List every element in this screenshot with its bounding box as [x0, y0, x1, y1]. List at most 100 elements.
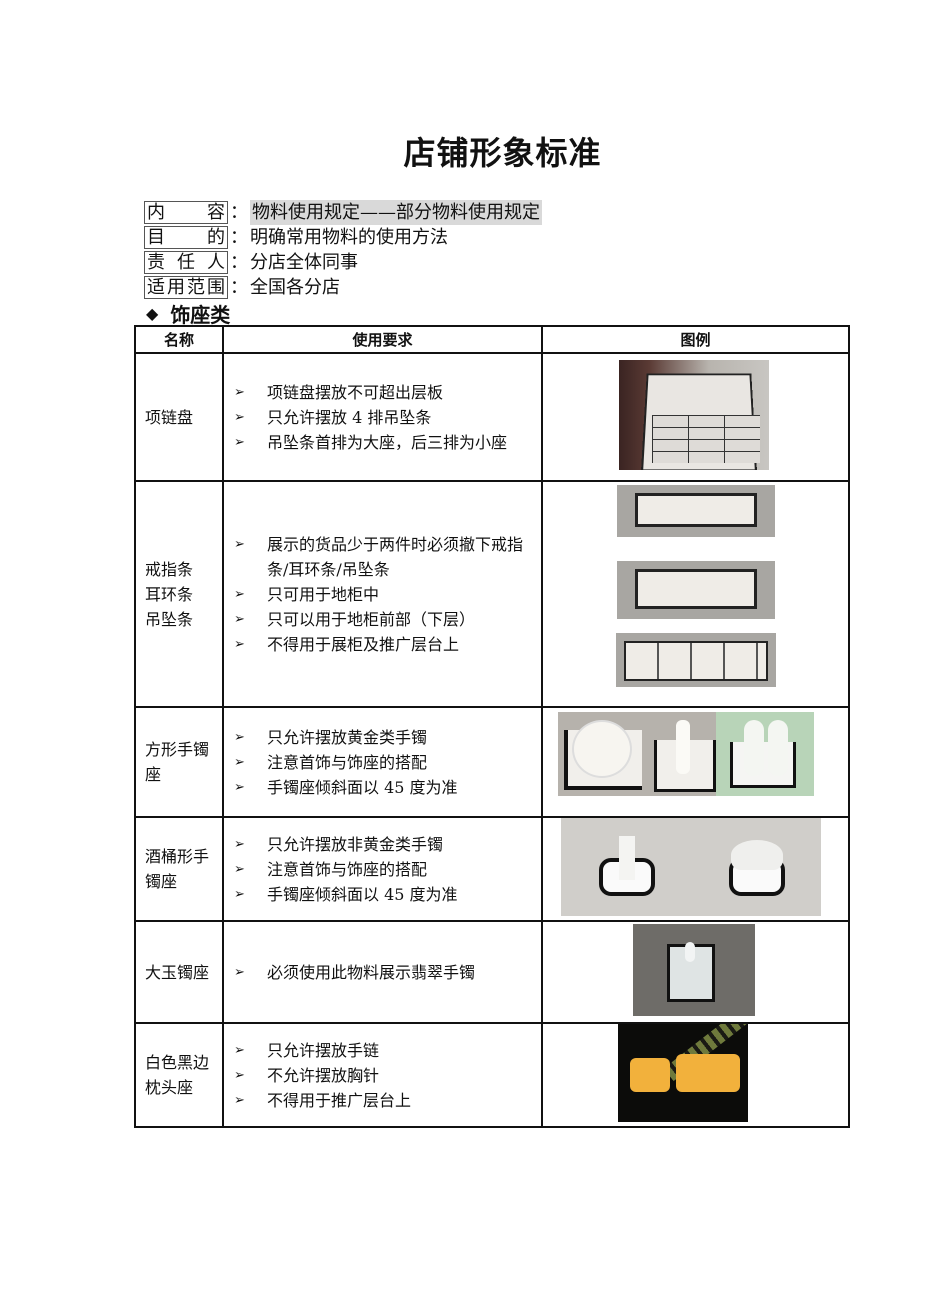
requirement-item: ➢ 不得用于展柜及推广层台上: [234, 632, 541, 657]
cell-requirements: ➢必须使用此物料展示翡翠手镯: [222, 920, 543, 1024]
display-stand-table: 名称 使用要求 图例 项链盘 ➢项链盘摆放不可超出层板 ➢只允许摆放 4 排吊坠…: [134, 325, 850, 1128]
name-line: 镯座: [145, 872, 178, 891]
requirement-item: ➢手镯座倾斜面以 45 度为准: [234, 775, 541, 800]
meta-label-purpose: 目 的: [144, 226, 228, 249]
requirement-text: 不得用于推广层台上: [267, 1090, 412, 1110]
arrow-bullet-icon: ➢: [234, 836, 245, 852]
pillow-stand-photo: [617, 1024, 748, 1122]
meta-label-scope: 适 用 范 围: [144, 276, 228, 299]
name-line: 吊坠条: [145, 609, 194, 629]
meta-row-content: 内 容 ： 物料使用规定——部分物料使用规定: [144, 200, 542, 225]
requirement-item: ➢ 不允许摆放胸针: [234, 1063, 541, 1088]
label-char: 内: [147, 202, 165, 223]
requirement-item: ➢ 注意首饰与饰座的搭配: [234, 750, 541, 775]
requirement-item: ➢注意首饰与饰座的搭配: [234, 857, 541, 882]
table-row: 方形手镯 座 ➢只允许摆放黄金类手镯 ➢ 注意首饰与饰座的搭配 ➢手镯座倾斜面以 …: [134, 706, 850, 818]
colon: ：: [230, 202, 248, 223]
cell-requirements: ➢ 只允许摆放非黄金类手镯 ➢注意首饰与饰座的搭配 ➢ 手镯座倾斜面以 45 度为准: [222, 816, 543, 922]
requirement-text: 手镯座倾斜面以 45 度为准: [267, 777, 458, 797]
arrow-bullet-icon: ➢: [234, 536, 245, 552]
requirement-text: 只允许摆放非黄金类手镯: [267, 834, 444, 854]
requirement-text: 不允许摆放胸针: [267, 1065, 380, 1085]
cell-name: 方形手镯 座: [134, 706, 224, 818]
meta-row-scope: 适 用 范 围 ： 全国各分店: [144, 275, 542, 300]
requirement-text: 只可用于地柜中: [267, 584, 380, 604]
requirement-text: 吊坠条首排为大座，后三排为小座: [267, 432, 508, 452]
stand-hook: [684, 942, 695, 962]
cell-requirements: ➢展示的货品少于两件时必须撤下戒指条/耳环条/吊坠条 ➢只可用于地柜中 ➢只可以…: [222, 480, 543, 708]
colon: ：: [230, 252, 248, 273]
requirement-item: ➢ 只允许摆放非黄金类手镯: [234, 832, 541, 857]
name-line: 耳环条: [145, 584, 194, 604]
arrow-bullet-icon: ➢: [234, 636, 245, 652]
arrow-bullet-icon: ➢: [234, 886, 245, 902]
cell-requirements: ➢只允许摆放手链 ➢不允许摆放胸针 ➢不得用于推广层台上: [222, 1022, 543, 1128]
necklace-tray-photo: [618, 360, 769, 470]
requirement-item: ➢ 不得用于推广层台上: [234, 1088, 541, 1113]
stand-ring: [767, 720, 788, 776]
name-line: 项链盘: [145, 407, 194, 427]
requirement-text: 必须使用此物料展示翡翠手镯: [267, 962, 476, 982]
arrow-bullet-icon: ➢: [234, 611, 245, 627]
meta-value-purpose: 明确常用物料的使用方法: [250, 227, 448, 248]
strip-inner: [634, 493, 757, 527]
label-char: 围: [207, 277, 225, 298]
pendant-strip-photo: [615, 633, 776, 687]
cell-illustration: [541, 1022, 850, 1128]
square-bangle-stand-photo-1: [557, 712, 716, 796]
strip-inner: [634, 569, 757, 609]
label-char: 任: [177, 252, 195, 273]
pillow-large: [675, 1054, 740, 1092]
table-row: 项链盘 ➢项链盘摆放不可超出层板 ➢只允许摆放 4 排吊坠条 ➢吊坠条首排为大座…: [134, 352, 850, 482]
requirement-text: 只允许摆放黄金类手镯: [267, 727, 428, 747]
colon: ：: [230, 277, 248, 298]
meta-value-responsible: 分店全体同事: [250, 252, 358, 273]
label-char: 用: [167, 277, 185, 298]
arrow-bullet-icon: ➢: [234, 1067, 245, 1083]
header-illustration: 图例: [541, 325, 850, 354]
stand-post: [618, 836, 635, 880]
cell-illustration: [541, 706, 850, 818]
table-header-row: 名称 使用要求 图例: [134, 325, 850, 354]
name-line: 酒桶形手: [145, 847, 210, 866]
section-heading: ◆ 饰座类: [146, 299, 230, 328]
requirement-item: ➢ 展示的货品少于两件时必须撤下戒指条/耳环条/吊坠条: [234, 532, 541, 582]
requirement-text: 不得用于展柜及推广层台上: [267, 634, 460, 654]
requirement-item: ➢吊坠条首排为大座，后三排为小座: [234, 430, 541, 455]
colon: ：: [230, 227, 248, 248]
cell-requirements: ➢项链盘摆放不可超出层板 ➢只允许摆放 4 排吊坠条 ➢吊坠条首排为大座，后三排…: [222, 352, 543, 482]
label-char: 范: [187, 277, 205, 298]
square-bangle-stand-photo: [557, 712, 814, 796]
tray-grid: [651, 415, 760, 463]
barrel-bangle-stand-photo-2: [690, 818, 821, 916]
cell-name: 大玉镯座: [134, 920, 224, 1024]
requirement-item: ➢只允许摆放黄金类手镯: [234, 725, 541, 750]
name-line: 大玉镯座: [145, 962, 210, 982]
requirement-text: 注意首饰与饰座的搭配: [267, 859, 428, 879]
cell-illustration: [541, 920, 850, 1024]
arrow-bullet-icon: ➢: [234, 754, 245, 770]
meta-row-responsible: 责 任 人 ： 分店全体同事: [144, 250, 542, 275]
meta-value-content: 物料使用规定——部分物料使用规定: [250, 200, 542, 225]
arrow-bullet-icon: ➢: [234, 1092, 245, 1108]
square-bangle-stand-photo-2: [715, 712, 814, 796]
name-line: 枕头座: [145, 1078, 194, 1097]
meta-label-responsible: 责 任 人: [144, 251, 228, 274]
cell-illustration: [541, 352, 850, 482]
requirement-text: 展示的货品少于两件时必须撤下戒指条/耳环条/吊坠条: [267, 534, 524, 579]
label-char: 容: [207, 202, 225, 223]
label-char: 适: [147, 277, 165, 298]
requirement-text: 手镯座倾斜面以 45 度为准: [267, 884, 458, 904]
requirement-text: 注意首饰与饰座的搭配: [267, 752, 428, 772]
label-char: 的: [207, 227, 225, 248]
stand-ring: [571, 720, 632, 778]
arrow-bullet-icon: ➢: [234, 1042, 245, 1058]
name-line: 白色黑边: [145, 1053, 210, 1072]
meta-row-purpose: 目 的 ： 明确常用物料的使用方法: [144, 225, 542, 250]
requirement-item: ➢ 只可用于地柜中: [234, 582, 541, 607]
pillow-small: [629, 1058, 670, 1092]
page-title: 店铺形象标准: [403, 134, 602, 172]
meta-label-content: 内 容: [144, 201, 228, 224]
name-line: 方形手镯: [145, 740, 210, 759]
arrow-bullet-icon: ➢: [234, 586, 245, 602]
